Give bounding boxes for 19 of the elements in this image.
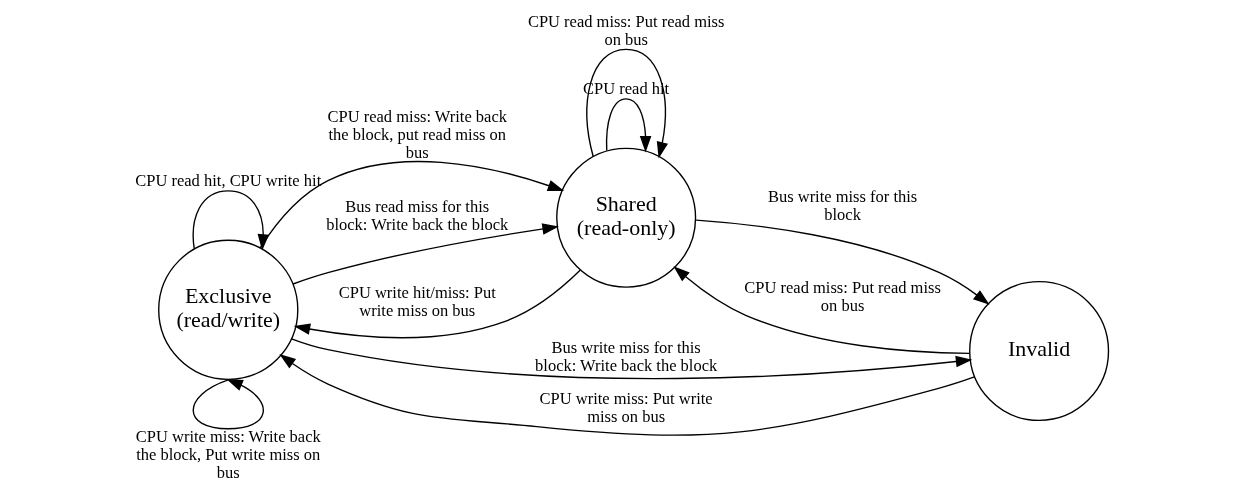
edge-label: Bus write miss for this block <box>767 187 918 224</box>
node-circle: Shared (read-only) <box>556 147 697 288</box>
edge-label: CPU read hit, CPU write hit <box>135 171 322 191</box>
arrow <box>192 379 264 430</box>
arrow <box>673 266 971 354</box>
edge-label: CPU read miss: Put read miss on bus <box>744 277 941 315</box>
arrow <box>605 98 652 153</box>
edge-label: CPU write hit/miss: Put write miss on bus <box>338 283 496 321</box>
edge-label: Bus write miss for this block: Write back the block <box>535 338 718 376</box>
edge-label: CPU read miss: Write back the block, put read miss on bus <box>327 107 507 163</box>
edge-label: CPU read miss: Put read miss on bus <box>527 11 725 49</box>
arrow <box>293 269 581 339</box>
edge-label: Bus read miss for this block: Write back the block <box>326 196 509 234</box>
arrow <box>279 354 976 436</box>
arrow <box>695 219 990 305</box>
edge-label: CPU write miss: Write back the block, Put write miss on bus <box>135 426 321 482</box>
arrow <box>290 338 973 380</box>
arrow <box>292 223 559 285</box>
edge-label: CPU write miss: Put write miss on bus <box>539 389 713 426</box>
